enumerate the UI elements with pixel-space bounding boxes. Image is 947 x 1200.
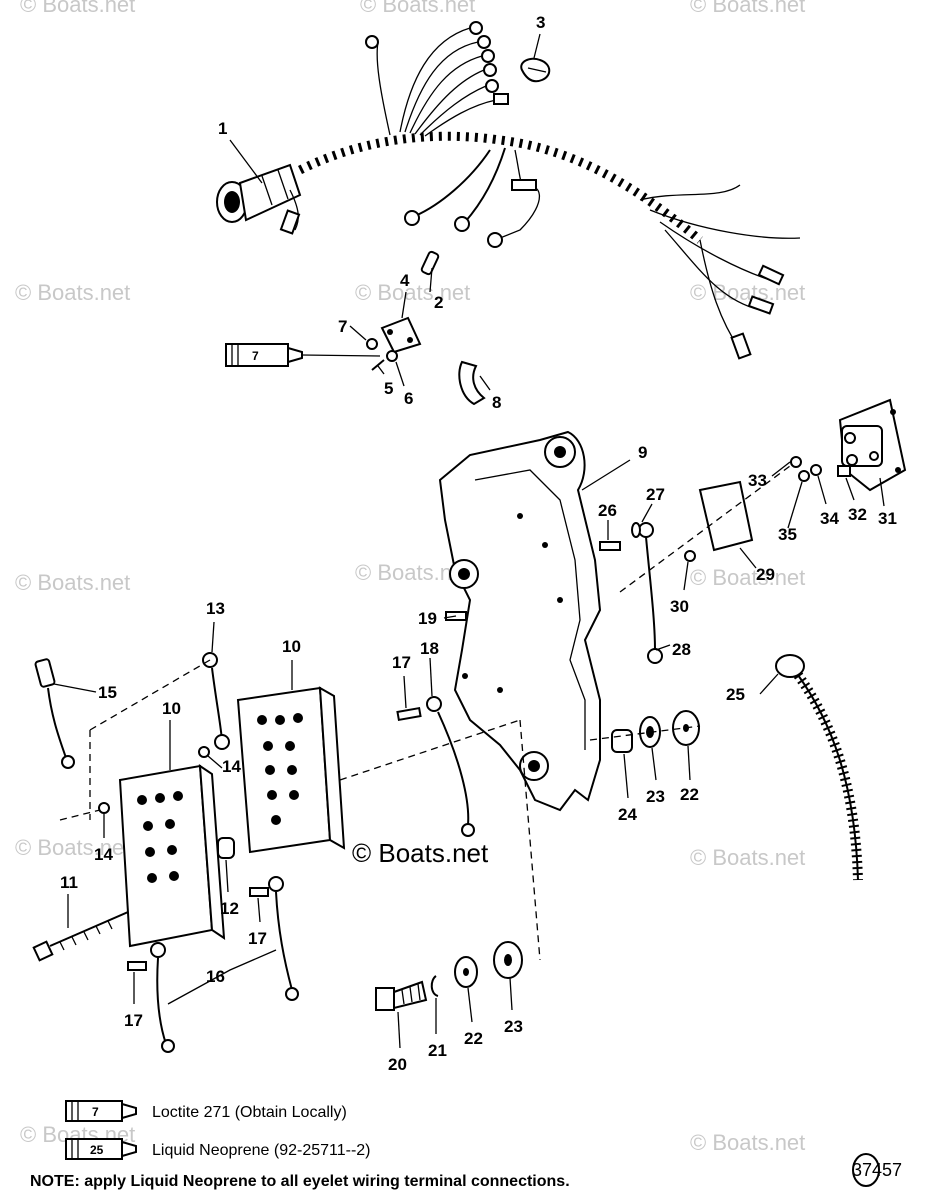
legend: 7 Loctite 271 (Obtain Locally) 25 Liquid… [65,1100,371,1160]
callout-10: 10 [282,637,301,656]
callout-5: 5 [384,379,393,398]
nut-14 [198,746,210,758]
watermark: © Boats.net [690,280,805,305]
callout-14b: 14 [94,845,113,864]
screw [837,465,851,477]
callout-13: 13 [206,599,225,618]
note: NOTE: apply Liquid Neoprene to all eyele… [30,1173,570,1190]
watermark: © Boats.net [355,280,470,305]
callout-2: 2 [434,293,443,312]
legend-tube-label: 7 [92,1105,99,1119]
callout-7: 7 [338,317,347,336]
ground-lead-28 [599,522,663,664]
watermark: © Boats.net [690,565,805,590]
watermark: © Boats.net [690,0,805,17]
callout-25: 25 [726,685,745,704]
callout-23b: 23 [504,1017,523,1036]
callout-12: 12 [220,899,239,918]
screw-26 [599,541,621,551]
legend-text: Loctite 271 (Obtain Locally) [152,1104,347,1121]
nut [790,456,802,468]
callout-17b: 17 [248,929,267,948]
callout-24: 24 [618,805,637,824]
screw-17 [127,961,147,971]
inline-tube-label: 7 [252,349,259,363]
callout-23: 23 [646,787,665,806]
watermark: © Boats.net [690,1130,805,1155]
callout-18: 18 [420,639,439,658]
mounting-plate [438,430,602,812]
legend-item-neoprene: 25 Liquid Neoprene (92-25711--2) [65,1138,371,1160]
wire-clip [520,57,551,83]
callout-32: 32 [848,505,867,524]
callout-11: 11 [60,873,78,892]
callout-19: 19 [418,609,437,628]
spacer-washers [589,710,701,753]
fuse-bracket [366,316,422,371]
watermark: © Boats.net [360,0,475,17]
callout-31: 31 [878,509,897,528]
mount-bolt-20 [375,941,523,1011]
callout-17c: 17 [124,1011,143,1030]
leader-lines [53,33,885,1049]
switch-box-front [118,764,226,948]
callout-15: 15 [98,683,117,702]
screw-17 [249,887,269,897]
washer [810,464,822,476]
bolt-11 [32,911,129,962]
assembly-line [59,659,211,821]
cable-clamp [458,360,486,406]
callout-30: 30 [670,597,689,616]
callout-10b: 10 [162,699,181,718]
legend-tube-label: 25 [90,1143,104,1157]
watermark: © Boats.net [15,280,130,305]
callout-35: 35 [778,525,797,544]
callout-34: 34 [820,509,839,528]
nut-14 [98,802,110,814]
callout-4: 4 [400,271,410,290]
watermark-layer: © Boats.net © Boats.net © Boats.net © Bo… [15,0,805,1155]
callout-27: 27 [646,485,665,504]
callout-21: 21 [428,1041,447,1060]
callout-17: 17 [392,653,411,672]
callout-labels: 1 2 3 4 5 6 7 8 9 10 10 11 12 13 14 14 1… [60,13,897,1074]
watermark: © Boats.net [20,0,135,17]
wiring-harness [216,21,801,360]
callout-8: 8 [492,393,501,412]
starter-solenoid [838,398,907,492]
watermark: © Boats.net [15,570,130,595]
spacer-12 [217,837,235,859]
callout-20: 20 [388,1055,407,1074]
callout-29: 29 [756,565,775,584]
center-watermark: © Boats.net [352,838,489,868]
callout-9: 9 [638,443,647,462]
callout-16: 16 [206,967,225,986]
callout-22: 22 [680,785,699,804]
figure-number: 37457 [852,1160,902,1180]
callout-14: 14 [222,757,241,776]
legend-item-loctite: 7 Loctite 271 (Obtain Locally) [65,1100,347,1122]
solenoid-bracket [698,480,754,552]
watermark: © Boats.net [690,845,805,870]
loctite-tube: 7 [225,343,381,367]
callout-33: 33 [748,471,767,490]
callout-6: 6 [404,389,413,408]
fuse [420,250,440,276]
callout-22b: 22 [464,1029,483,1048]
battery-cable [775,654,880,1187]
lead-15 [34,658,75,769]
assembly-line [339,719,541,961]
legend-text: Liquid Neoprene (92-25711--2) [152,1142,371,1159]
callout-3: 3 [536,13,545,32]
watermark: © Boats.net [15,835,130,860]
callout-26: 26 [598,501,617,520]
jumper-lead-16 [127,876,299,1053]
nut-30 [684,550,696,562]
callout-1: 1 [218,119,227,138]
callout-28: 28 [672,640,691,659]
jumper-lead-13 [202,652,230,750]
switch-box-rear [236,686,346,854]
lockwasher [798,470,810,482]
